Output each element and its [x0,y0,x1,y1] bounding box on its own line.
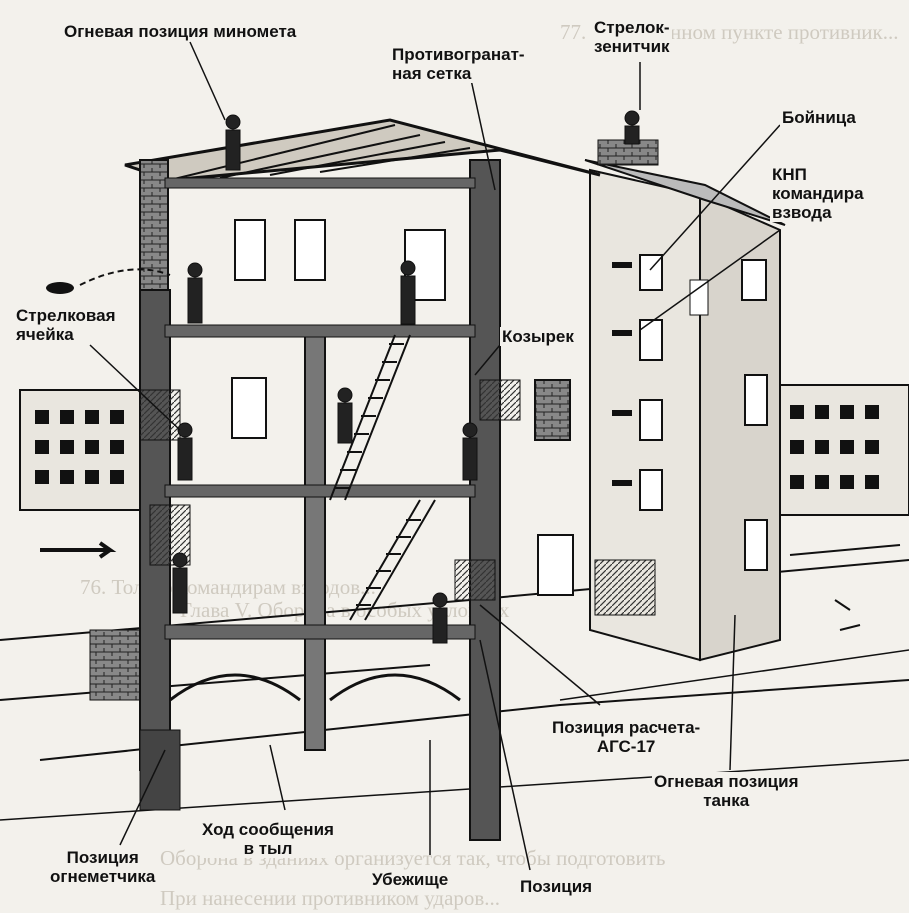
label-mortar-position: Огневая позиция миномета [62,22,299,41]
label-comm-trench: Ход сообщения в тыл [200,820,336,858]
label-comm-trench-line2: в тыл [243,839,293,858]
bleed-text-2: 76. Только командирам взводов... [80,575,376,599]
label-rifle-cell: Стрелковая ячейка [14,306,118,344]
label-tank-position-line2: танка [703,791,750,810]
label-grenade-net-line2: ная сетка [392,64,472,83]
label-canopy: Козырек [500,327,576,346]
label-flamethrower-line2: огнеметчика [50,867,156,886]
label-loophole: Бойница [780,108,858,127]
label-command-post-line2: командира [772,184,864,203]
label-ags-crew-line1: Позиция расчета- [552,718,701,737]
label-shelter: Убежище [370,870,451,889]
label-command-post: КНП командира взвода [770,165,866,222]
label-aa-gunner-line2: зенитчик [594,37,670,56]
label-flamethrower: Позиция огнеметчика [48,848,158,886]
label-command-post-line1: КНП [772,165,807,184]
label-aa-gunner-line1: Стрелок- [594,18,670,37]
label-grenade-net-line1: Противогранат- [392,45,525,64]
label-flamethrower-line1: Позиция [66,848,139,867]
cutaway-building [124,118,601,841]
leader-lines [89,41,781,871]
fire-arrows [40,268,901,631]
right-building [584,139,909,662]
label-grenade-net: Противогранат- ная сетка [390,45,527,83]
label-ags-crew: Позиция расчета- АГС-17 [550,718,703,756]
label-command-post-line3: взвода [772,203,832,222]
soldier-figures [172,110,640,644]
label-aa-gunner: Стрелок- зенитчик [592,18,672,56]
label-comm-trench-line1: Ход сообщения [202,820,334,839]
label-ags-crew-line2: АГС-17 [596,737,656,756]
label-rifle-cell-line1: Стрелковая [16,306,116,325]
label-rifle-cell-line2: ячейка [16,325,74,344]
bleed-text-5: При нанесении противником ударов... [160,886,501,910]
label-tank-position: Огневая позиция танка [652,772,801,810]
label-position: Позиция [518,877,595,896]
label-tank-position-line1: Огневая позиция [654,772,799,791]
